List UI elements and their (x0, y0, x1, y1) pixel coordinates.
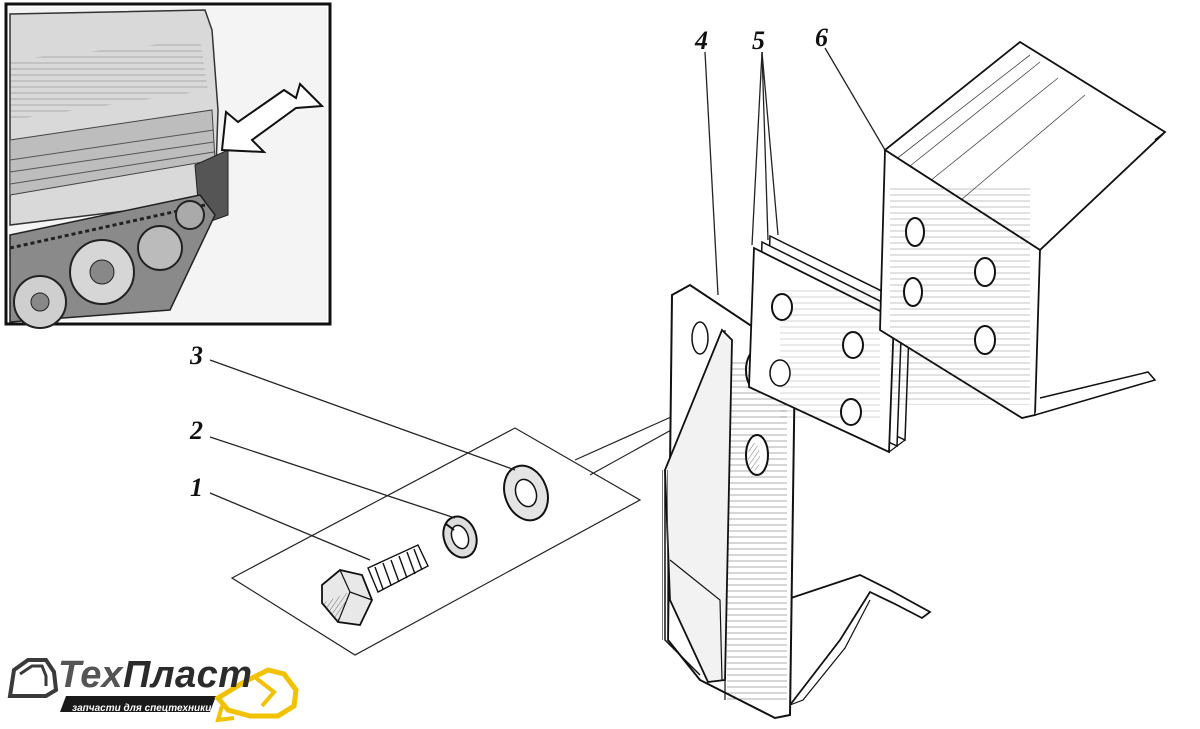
callout-3: 3 (190, 341, 203, 370)
fastener-group-frame (230, 427, 642, 656)
spring-washer-part (442, 515, 478, 559)
callout-2: 2 (190, 416, 203, 445)
leaders-fasteners (209, 359, 516, 561)
vehicle-inset (4, 2, 332, 329)
leaders-plates (704, 47, 886, 296)
shim-plates-part (748, 234, 911, 454)
callout-5: 5 (752, 26, 765, 55)
group-leader (574, 412, 683, 476)
bolt-part (321, 544, 429, 626)
brand-logo: ТехПласт запчасти для спецтехники (6, 650, 306, 725)
brand-name-part2: Пласт (123, 654, 253, 696)
brand-tagline: запчасти для спецтехники (72, 703, 212, 714)
angle-bracket-part (879, 40, 1167, 419)
callout-4: 4 (695, 26, 708, 55)
callout-1: 1 (190, 473, 203, 502)
brand-name-part1: Тех (58, 654, 124, 696)
callout-6: 6 (815, 23, 828, 52)
brand-name: ТехПласт (58, 654, 253, 697)
loader-icon (7, 658, 299, 723)
flat-washer-part (503, 464, 549, 522)
